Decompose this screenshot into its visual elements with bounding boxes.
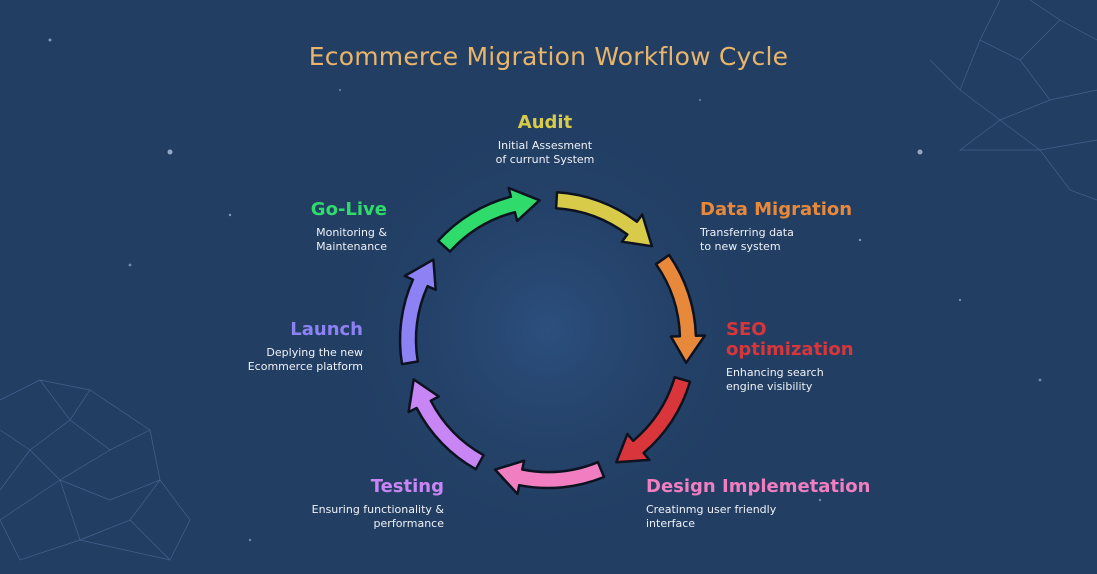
stage-design-implementation: Design Implemetation Creatinmg user frie… bbox=[646, 477, 906, 531]
stage-testing: Testing Ensuring functionality & perform… bbox=[244, 477, 444, 531]
stage-audit-desc-line2: of currunt System bbox=[495, 153, 595, 166]
stars bbox=[48, 38, 1042, 542]
network-mesh-left bbox=[0, 379, 191, 561]
stage-audit: Audit Initial Assesment of currunt Syste… bbox=[470, 113, 620, 167]
stage-design-desc-line2: interface bbox=[646, 517, 696, 530]
stage-launch-desc-line1: Deplying the new bbox=[266, 346, 363, 359]
stage-launch: Launch Deplying the new Ecommerce platfo… bbox=[163, 320, 363, 374]
stage-testing-title: Testing bbox=[370, 476, 444, 497]
stage-audit-desc-line1: Initial Assesment bbox=[497, 139, 593, 152]
stage-design-title: Design Implemetation bbox=[646, 476, 871, 497]
stage-seo-title: SEO bbox=[726, 319, 767, 340]
page-title: Ecommerce Migration Workflow Cycle bbox=[308, 42, 789, 71]
stage-go-live: Go-Live Monitoring & Maintenance bbox=[187, 200, 387, 254]
cycle-arrow-data-migration bbox=[654, 253, 707, 365]
cycle-arrow-seo bbox=[615, 375, 692, 464]
cycle-arrow-testing bbox=[407, 378, 485, 471]
stage-data-migration-desc-line1: Transferring data bbox=[700, 226, 794, 239]
stage-seo-desc-line1: Enhancing search bbox=[726, 366, 824, 379]
stage-seo-desc-line2: engine visibility bbox=[726, 380, 813, 393]
cycle-arrow-design bbox=[493, 459, 606, 496]
stage-go-live-desc-line2: Maintenance bbox=[316, 240, 387, 253]
stage-testing-desc-line2: performance bbox=[373, 517, 444, 530]
stage-go-live-title: Go-Live bbox=[310, 199, 387, 220]
stage-data-migration-desc-line2: to new system bbox=[700, 240, 781, 253]
stage-seo-optimization: SEO optimization Enhancing search engine… bbox=[726, 320, 926, 394]
stage-go-live-desc-line1: Monitoring & bbox=[316, 226, 387, 239]
network-mesh-right bbox=[929, 0, 1097, 201]
stage-data-migration-title: Data Migration bbox=[700, 199, 853, 220]
stage-seo-title-line2: optimization bbox=[726, 339, 854, 360]
stage-launch-title: Launch bbox=[290, 319, 363, 340]
stage-launch-desc-line2: Ecommerce platform bbox=[247, 360, 363, 373]
stage-audit-title: Audit bbox=[517, 112, 573, 133]
stage-data-migration: Data Migration Transferring data to new … bbox=[700, 200, 900, 254]
cycle-arrow-go-live bbox=[436, 186, 541, 253]
cycle-arrow-audit bbox=[554, 191, 654, 248]
cycle-arrow-launch bbox=[398, 258, 437, 366]
stage-design-desc-line1: Creatinmg user friendly bbox=[646, 503, 777, 516]
stage-testing-desc-line1: Ensuring functionality & bbox=[311, 503, 444, 516]
